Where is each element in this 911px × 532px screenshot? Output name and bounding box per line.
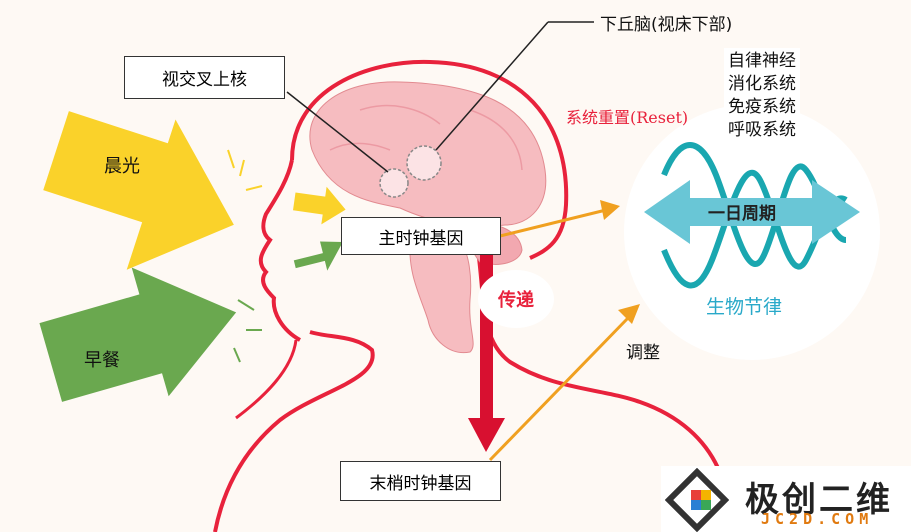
scn-leader	[286, 91, 389, 173]
peripheral-to-rhythm-head	[618, 304, 640, 324]
peripheral-clock-label: 末梢时钟基因	[369, 473, 472, 494]
jc2d-logo: 极创二维 JC2D.COM	[661, 466, 911, 532]
scn-circle	[379, 168, 409, 198]
master-to-cycle-line	[499, 208, 607, 238]
morning-light-label: 晨光	[104, 156, 140, 177]
transmit-arrow-head	[468, 418, 505, 452]
light-burst	[227, 149, 263, 191]
scn-label: 视交叉上核	[162, 70, 247, 90]
hypothalamus-circle	[406, 145, 442, 181]
hypothalamus-label: 下丘脑(视床下部)	[600, 15, 733, 35]
peripheral-clock-box: 末梢时钟基因	[340, 461, 501, 501]
daily-cycle-label: 一日周期	[708, 204, 776, 224]
master-clock-label: 主时钟基因	[378, 228, 464, 249]
master-clock-box: 主时钟基因	[341, 217, 501, 255]
brain-fold	[329, 142, 391, 151]
biorhythm-circle	[624, 104, 880, 360]
small-food-arrow	[293, 241, 343, 271]
scn-label-box: 视交叉上核	[124, 56, 285, 99]
face-profile	[258, 159, 302, 342]
system-item: 消化系统	[728, 74, 796, 94]
hypothalamus-leader	[435, 21, 549, 151]
brain-fold	[469, 109, 523, 171]
daily-cycle-arrow	[644, 180, 860, 244]
peripheral-to-rhythm-line	[488, 316, 630, 462]
chin-outline	[235, 339, 298, 420]
biorhythm-label: 生物节律	[706, 296, 783, 318]
logo-domain: JC2D.COM	[761, 510, 874, 528]
master-to-cycle-head	[600, 200, 620, 220]
transmit-badge: 传递	[478, 270, 554, 328]
brain-fold	[359, 104, 441, 125]
head-outline	[290, 59, 569, 260]
small-light-arrow	[293, 186, 346, 225]
rhythm-wave-b	[661, 169, 848, 289]
systems-list: 自律神经 消化系统 免疫系统 呼吸系统	[724, 48, 800, 144]
logo-name: 极创二维	[745, 480, 893, 520]
system-item: 免疫系统	[728, 97, 796, 117]
breakfast-label: 早餐	[84, 350, 120, 371]
food-burst	[233, 299, 262, 363]
neck-front-outline	[213, 330, 375, 532]
morning-light-arrow	[43, 111, 234, 270]
jc2d-logo-mark	[665, 468, 729, 532]
system-item: 呼吸系统	[728, 120, 796, 140]
system-item: 自律神经	[728, 51, 796, 71]
adjust-label: 调整	[626, 343, 660, 363]
breakfast-arrow	[39, 267, 237, 402]
transmit-label: 传递	[498, 290, 534, 311]
reset-label: 系统重置(Reset)	[566, 108, 689, 127]
